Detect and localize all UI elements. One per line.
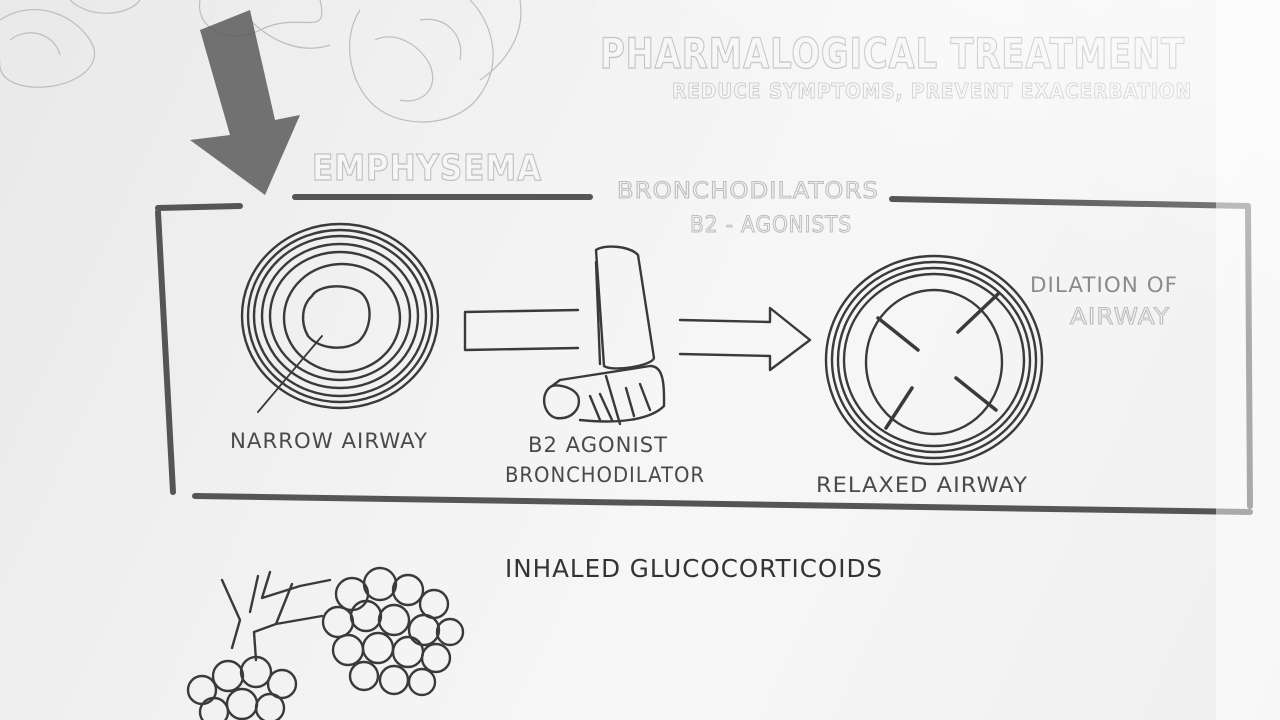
dilation-label-line1: DILATION OF — [1030, 273, 1178, 297]
narrow-airway-icon — [242, 224, 438, 412]
b2-agonists-subtitle: B2 - AGONISTS — [690, 213, 852, 238]
inhaled-glucocorticoids-title: INHALED GLUCOCORTICOIDS — [505, 554, 883, 583]
bronchi-alveoli-icon — [188, 568, 463, 720]
narrow-airway-label: NARROW AIRWAY — [230, 429, 428, 453]
relaxed-airway-label: RELAXED AIRWAY — [816, 473, 1028, 497]
inhaler-label-line1: B2 AGONIST — [528, 433, 668, 457]
hollow-arrow-icon-left — [465, 310, 578, 350]
dilation-label-line2: AIRWAY — [1070, 305, 1170, 330]
relaxed-airway-icon — [826, 256, 1042, 464]
inhaler-label-line2: BRONCHODILATOR — [505, 463, 705, 487]
hollow-arrow-icon-right — [680, 308, 810, 370]
page-subtitle: REDUCE SYMPTOMS, PREVENT EXACERBATION — [672, 79, 1192, 103]
bronchodilators-title: BRONCHODILATORS — [617, 179, 879, 204]
page-title: PHARMALOGICAL TREATMENT — [600, 29, 1185, 78]
inhaler-icon — [544, 247, 664, 424]
dark-arrow-icon — [190, 10, 300, 195]
emphysema-label: EMPHYSEMA — [312, 148, 542, 189]
